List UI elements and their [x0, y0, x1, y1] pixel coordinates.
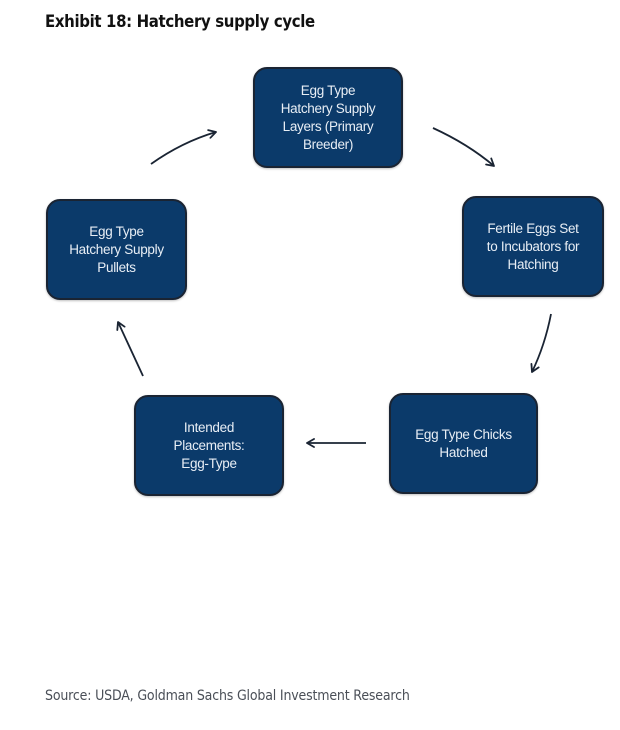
- node-label: Egg Type Chicks Hatched: [415, 426, 512, 460]
- node-label: Egg Type Hatchery Supply Pullets: [69, 223, 164, 275]
- source-note: Source: USDA, Goldman Sachs Global Inves…: [45, 688, 410, 704]
- node-label: Fertile Eggs Set to Incubators for Hatch…: [486, 220, 580, 272]
- node-egg-type-hatchery-supply-layers: Egg Type Hatchery Supply Layers (Primary…: [253, 67, 403, 168]
- exhibit-title: Exhibit 18: Hatchery supply cycle: [45, 12, 315, 32]
- node-label: Intended Placements: Egg-Type: [173, 419, 245, 471]
- arrow-placements-to-pullets: [116, 321, 144, 377]
- node-intended-placements: Intended Placements: Egg-Type: [134, 395, 284, 496]
- node-egg-type-chicks-hatched: Egg Type Chicks Hatched: [389, 393, 538, 494]
- arrow-layers-to-fertile-eggs: [432, 127, 495, 167]
- node-fertile-eggs-set: Fertile Eggs Set to Incubators for Hatch…: [462, 196, 604, 297]
- arrow-pullets-to-layers: [150, 129, 217, 165]
- node-hatchery-supply-pullets: Egg Type Hatchery Supply Pullets: [46, 199, 187, 300]
- arrow-fertile-eggs-to-chicks: [530, 313, 552, 373]
- node-label: Egg Type Hatchery Supply Layers (Primary…: [280, 82, 376, 152]
